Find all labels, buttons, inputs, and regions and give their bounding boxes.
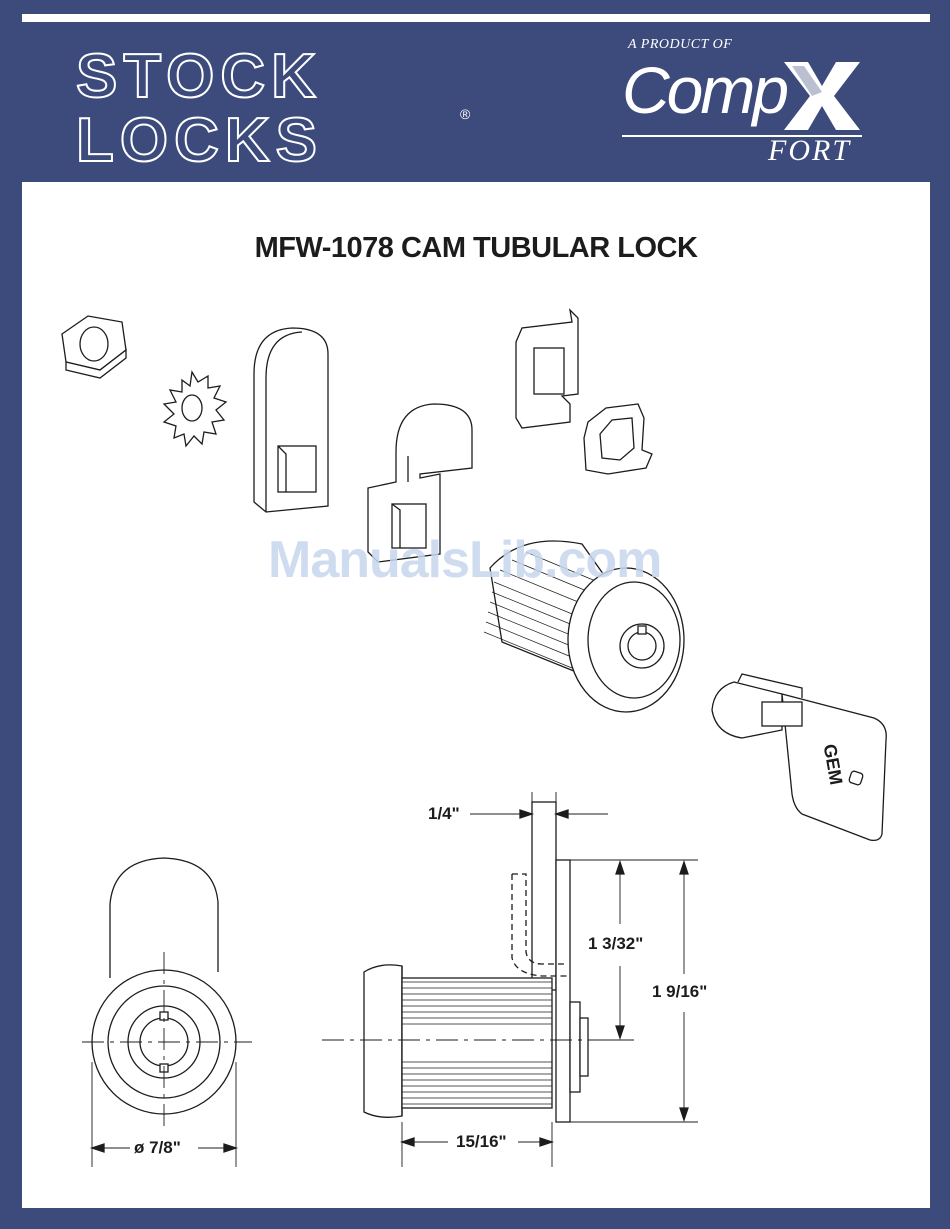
compx-logo-text: Comp bbox=[622, 52, 786, 128]
registered-mark: ® bbox=[460, 106, 470, 122]
dimension-body-length: 15/16" bbox=[456, 1132, 507, 1152]
dimension-drawing bbox=[22, 182, 930, 1208]
stock-locks-logo: STOCK LOCKS ® bbox=[76, 40, 406, 170]
content-panel: MFW-1078 CAM TUBULAR LOCK bbox=[22, 182, 930, 1208]
front-view bbox=[82, 858, 252, 1167]
dimension-cam-short: 1 3/32" bbox=[588, 934, 643, 954]
dimension-body-diameter: ø 7/8" bbox=[134, 1138, 181, 1158]
compx-x-mark bbox=[782, 60, 862, 132]
logo-line-locks: LOCKS bbox=[76, 110, 406, 172]
top-rule bbox=[22, 14, 930, 22]
logo-line-stock: STOCK bbox=[76, 46, 406, 108]
dimension-cam-thickness: 1/4" bbox=[428, 804, 460, 824]
dimension-cam-overall: 1 9/16" bbox=[652, 982, 707, 1002]
fort-label: FORT bbox=[768, 134, 851, 168]
side-view bbox=[322, 792, 698, 1167]
product-of-label: A PRODUCT OF bbox=[628, 37, 732, 53]
